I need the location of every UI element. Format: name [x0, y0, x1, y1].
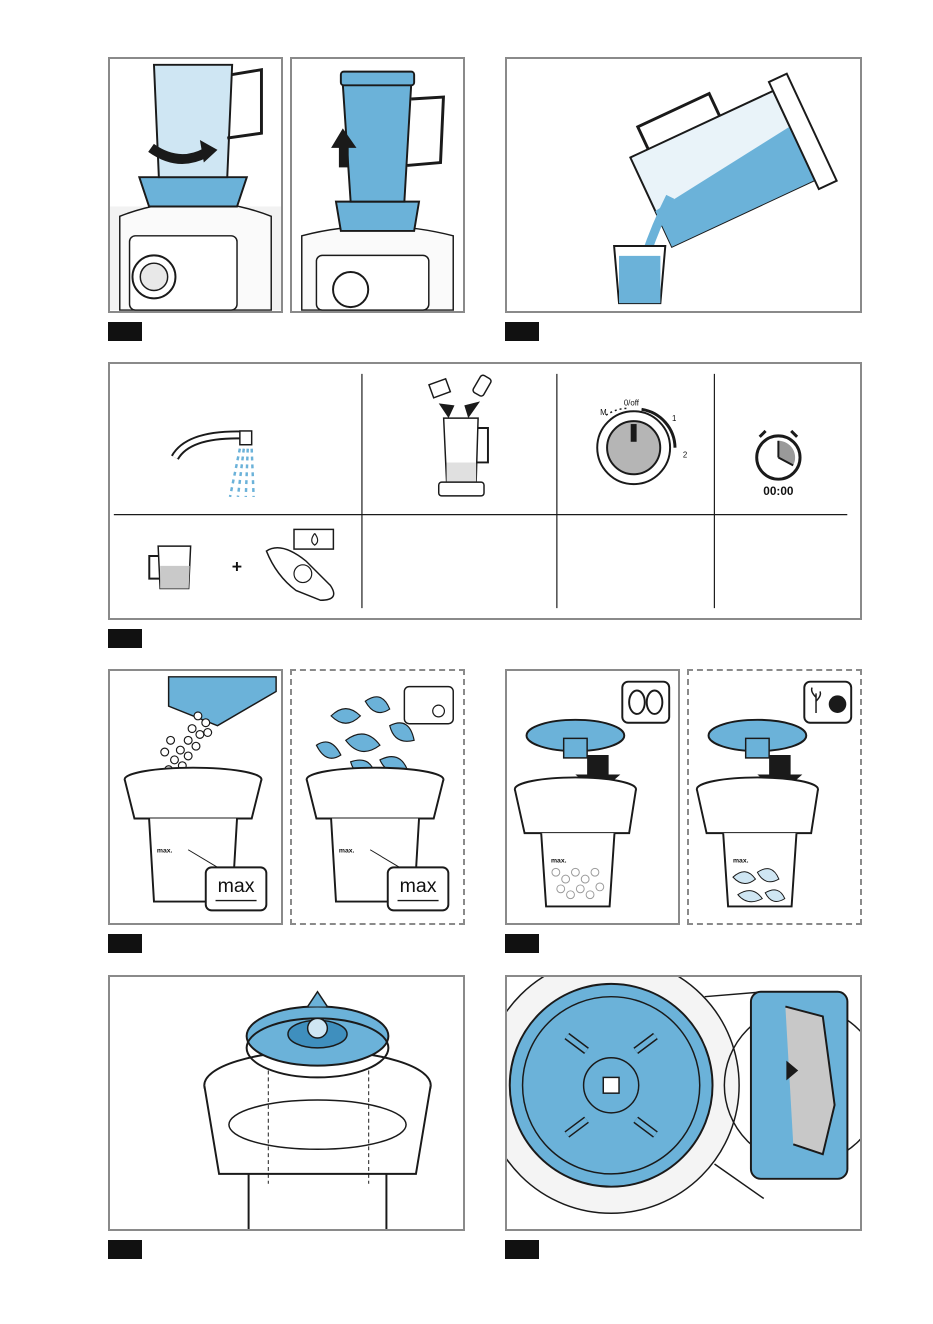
dial-label-off: 0/off	[624, 398, 640, 407]
panel-pour-out	[505, 57, 862, 313]
rotate-jug-illustration	[110, 59, 281, 311]
max-mark-small: max.	[733, 857, 749, 864]
panel-place-lid	[108, 975, 465, 1231]
blade-beans-illustration: max.	[507, 671, 678, 923]
dial-label-2: 2	[683, 451, 687, 460]
step-tag	[108, 322, 142, 341]
lift-jug-illustration	[292, 59, 463, 311]
detergent-bottle-icon	[266, 529, 333, 600]
cleaning-table: M 0/off 1 2 00:00 +	[108, 362, 862, 620]
step-tag	[108, 934, 142, 953]
panel-rotate-jug	[108, 57, 283, 313]
step-tag	[108, 629, 142, 648]
dial-label-m: M	[600, 408, 607, 417]
fill-beans-illustration: max. max	[110, 671, 281, 923]
panel-fill-herbs: max. max	[290, 669, 465, 925]
max-label-big: max	[218, 875, 255, 897]
measuring-cup-icon	[149, 546, 190, 588]
coffee-beans-icon	[622, 682, 669, 723]
max-label-big: max	[400, 875, 437, 897]
dial-label-1: 1	[672, 414, 676, 423]
dial-icon: M 0/off 1 2	[597, 398, 687, 484]
timer-display: 00:00	[763, 484, 794, 498]
step-tag	[505, 322, 539, 341]
plus-sign: +	[232, 557, 242, 577]
blade-herbs-illustration: max.	[689, 671, 860, 923]
panel-blade-herbs: max.	[687, 669, 862, 925]
stopwatch-icon: 00:00	[757, 431, 800, 498]
step-tag	[108, 1240, 142, 1259]
max-mark-small: max.	[551, 857, 567, 864]
panel-blade-beans: max.	[505, 669, 680, 925]
max-mark-small: max.	[157, 848, 173, 855]
fill-herbs-illustration: max. max	[292, 671, 463, 923]
lock-lid-illustration	[507, 977, 860, 1229]
panel-fill-beans: max. max	[108, 669, 283, 925]
step-tag	[505, 934, 539, 953]
panel-lift-jug	[290, 57, 465, 313]
step-tag	[505, 1240, 539, 1259]
faucet-icon	[175, 431, 254, 497]
jug-pour-icon	[429, 374, 492, 496]
max-mark-small: max.	[339, 848, 355, 855]
cleaning-table-illustration: M 0/off 1 2 00:00 +	[110, 364, 860, 618]
panel-lock-lid	[505, 975, 862, 1231]
place-lid-illustration	[110, 977, 463, 1229]
herbs-onion-icon	[804, 682, 851, 723]
pour-jug-illustration	[507, 59, 860, 311]
